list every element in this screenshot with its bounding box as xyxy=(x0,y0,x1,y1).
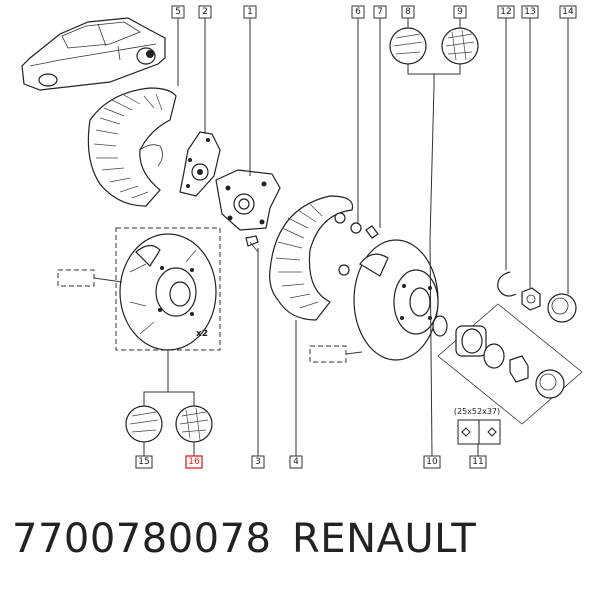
callout-6[interactable]: 6 xyxy=(351,5,365,19)
svg-text:1: 1 xyxy=(247,7,253,17)
callout-11[interactable]: 11 xyxy=(469,455,487,469)
placeholder-box-left xyxy=(57,269,95,287)
svg-text:7: 7 xyxy=(377,7,383,17)
circlip-part xyxy=(497,271,517,297)
svg-text:10: 10 xyxy=(426,457,438,467)
detail-circle-15 xyxy=(125,405,163,443)
bearing-kit-group xyxy=(437,303,583,425)
callout-7[interactable]: 7 xyxy=(373,5,387,19)
bearing-icon xyxy=(457,419,501,445)
exploded-parts-diagram: x2 xyxy=(21,5,583,469)
detail-circle-8 xyxy=(389,27,427,65)
detail-circle-9 xyxy=(441,27,479,65)
leader-lines xyxy=(143,18,569,457)
callout-8[interactable]: 8 xyxy=(401,5,415,19)
callout-4[interactable]: 4 xyxy=(289,455,303,469)
callout-15[interactable]: 15 xyxy=(135,455,153,469)
svg-text:3: 3 xyxy=(255,457,261,467)
brand-name: RENAULT xyxy=(292,516,477,562)
callout-10[interactable]: 10 xyxy=(423,455,441,469)
callout-12[interactable]: 12 xyxy=(497,5,515,19)
stub-axle-carrier-part xyxy=(179,131,221,197)
quantity-label: x2 xyxy=(196,329,208,339)
svg-text:15: 15 xyxy=(138,457,149,467)
callout-3[interactable]: 3 xyxy=(251,455,265,469)
brake-disc-group: x2 xyxy=(115,227,221,351)
svg-text:11: 11 xyxy=(472,457,483,467)
callout-9[interactable]: 9 xyxy=(453,5,467,19)
callout-13[interactable]: 13 xyxy=(521,5,539,19)
bolt-part xyxy=(245,235,259,253)
hub-nut-part xyxy=(521,287,541,311)
backing-plate-part xyxy=(269,195,354,321)
footer: 7700780078 RENAULT xyxy=(0,508,600,578)
stub-axle-part xyxy=(215,169,281,231)
svg-text:12: 12 xyxy=(500,7,511,17)
placeholder-box-right xyxy=(309,345,347,363)
svg-text:13: 13 xyxy=(524,7,535,17)
svg-text:6: 6 xyxy=(355,7,361,17)
oil-seal-part xyxy=(432,315,448,337)
svg-text:5: 5 xyxy=(175,7,181,17)
screw-part xyxy=(365,225,379,239)
svg-text:4: 4 xyxy=(293,457,299,467)
svg-text:9: 9 xyxy=(457,7,463,17)
detail-circle-16 xyxy=(175,405,213,443)
callout-2[interactable]: 2 xyxy=(198,5,212,19)
svg-text:8: 8 xyxy=(405,7,411,17)
callout-14[interactable]: 14 xyxy=(559,5,577,19)
callout-1[interactable]: 1 xyxy=(243,5,257,19)
bearing-dimensions: (25x52x37) xyxy=(454,407,500,416)
hub-cap-part xyxy=(547,293,577,323)
svg-text:16: 16 xyxy=(188,457,200,467)
dust-shield-part xyxy=(87,87,177,207)
svg-text:14: 14 xyxy=(562,7,574,17)
callout-16[interactable]: 16 xyxy=(185,455,203,469)
brake-drum-part xyxy=(353,239,439,361)
part-number: 7700780078 xyxy=(12,516,272,562)
car-illustration xyxy=(21,17,166,91)
svg-text:2: 2 xyxy=(202,7,208,17)
callout-5[interactable]: 5 xyxy=(171,5,185,19)
nut-part xyxy=(350,222,362,234)
